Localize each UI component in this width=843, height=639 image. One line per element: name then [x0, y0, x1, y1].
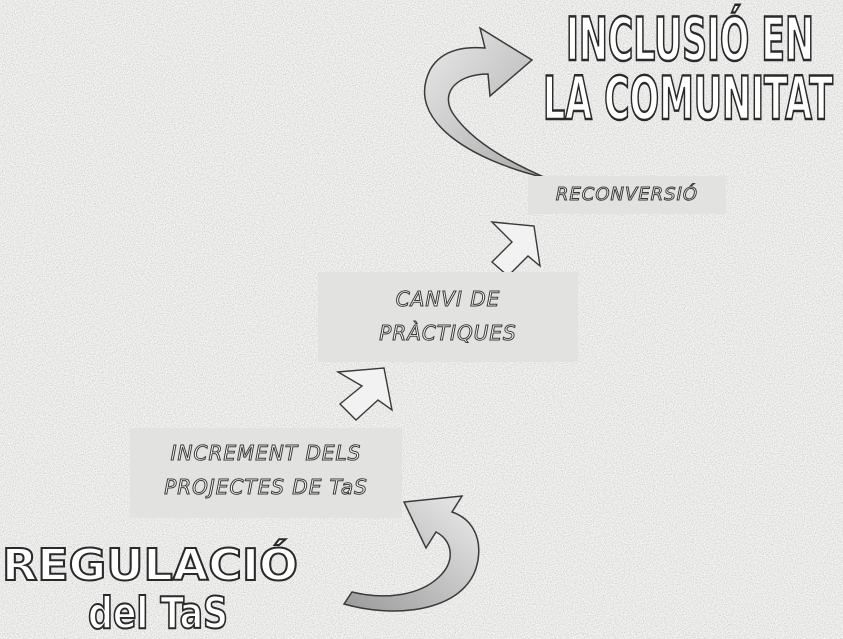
step-canvi-line-2: PRÀCTIQUES — [379, 321, 517, 346]
step-box-increment-projectes: INCREMENT DELS PROJECTES DE TaS — [130, 428, 402, 518]
title-line-2: LA COMUNITAT — [543, 64, 833, 133]
origin-line-1: REGULACIÓ — [2, 538, 298, 591]
origin-line-2: del TaS — [88, 588, 228, 639]
step-increment-line-2: PROJECTES DE TaS — [164, 475, 368, 500]
step-canvi-line-1: CANVI DE — [395, 287, 501, 312]
step-box-canvi-de-practiques: CANVI DE PRÀCTIQUES — [318, 272, 578, 362]
step-reconversio-text: RECONVERSIÓ — [555, 184, 699, 206]
title-line-1: INCLUSIÓ EN — [566, 2, 814, 75]
step-box-reconversio: RECONVERSIÓ — [528, 176, 726, 214]
step-increment-line-1: INCREMENT DELS — [170, 441, 362, 466]
